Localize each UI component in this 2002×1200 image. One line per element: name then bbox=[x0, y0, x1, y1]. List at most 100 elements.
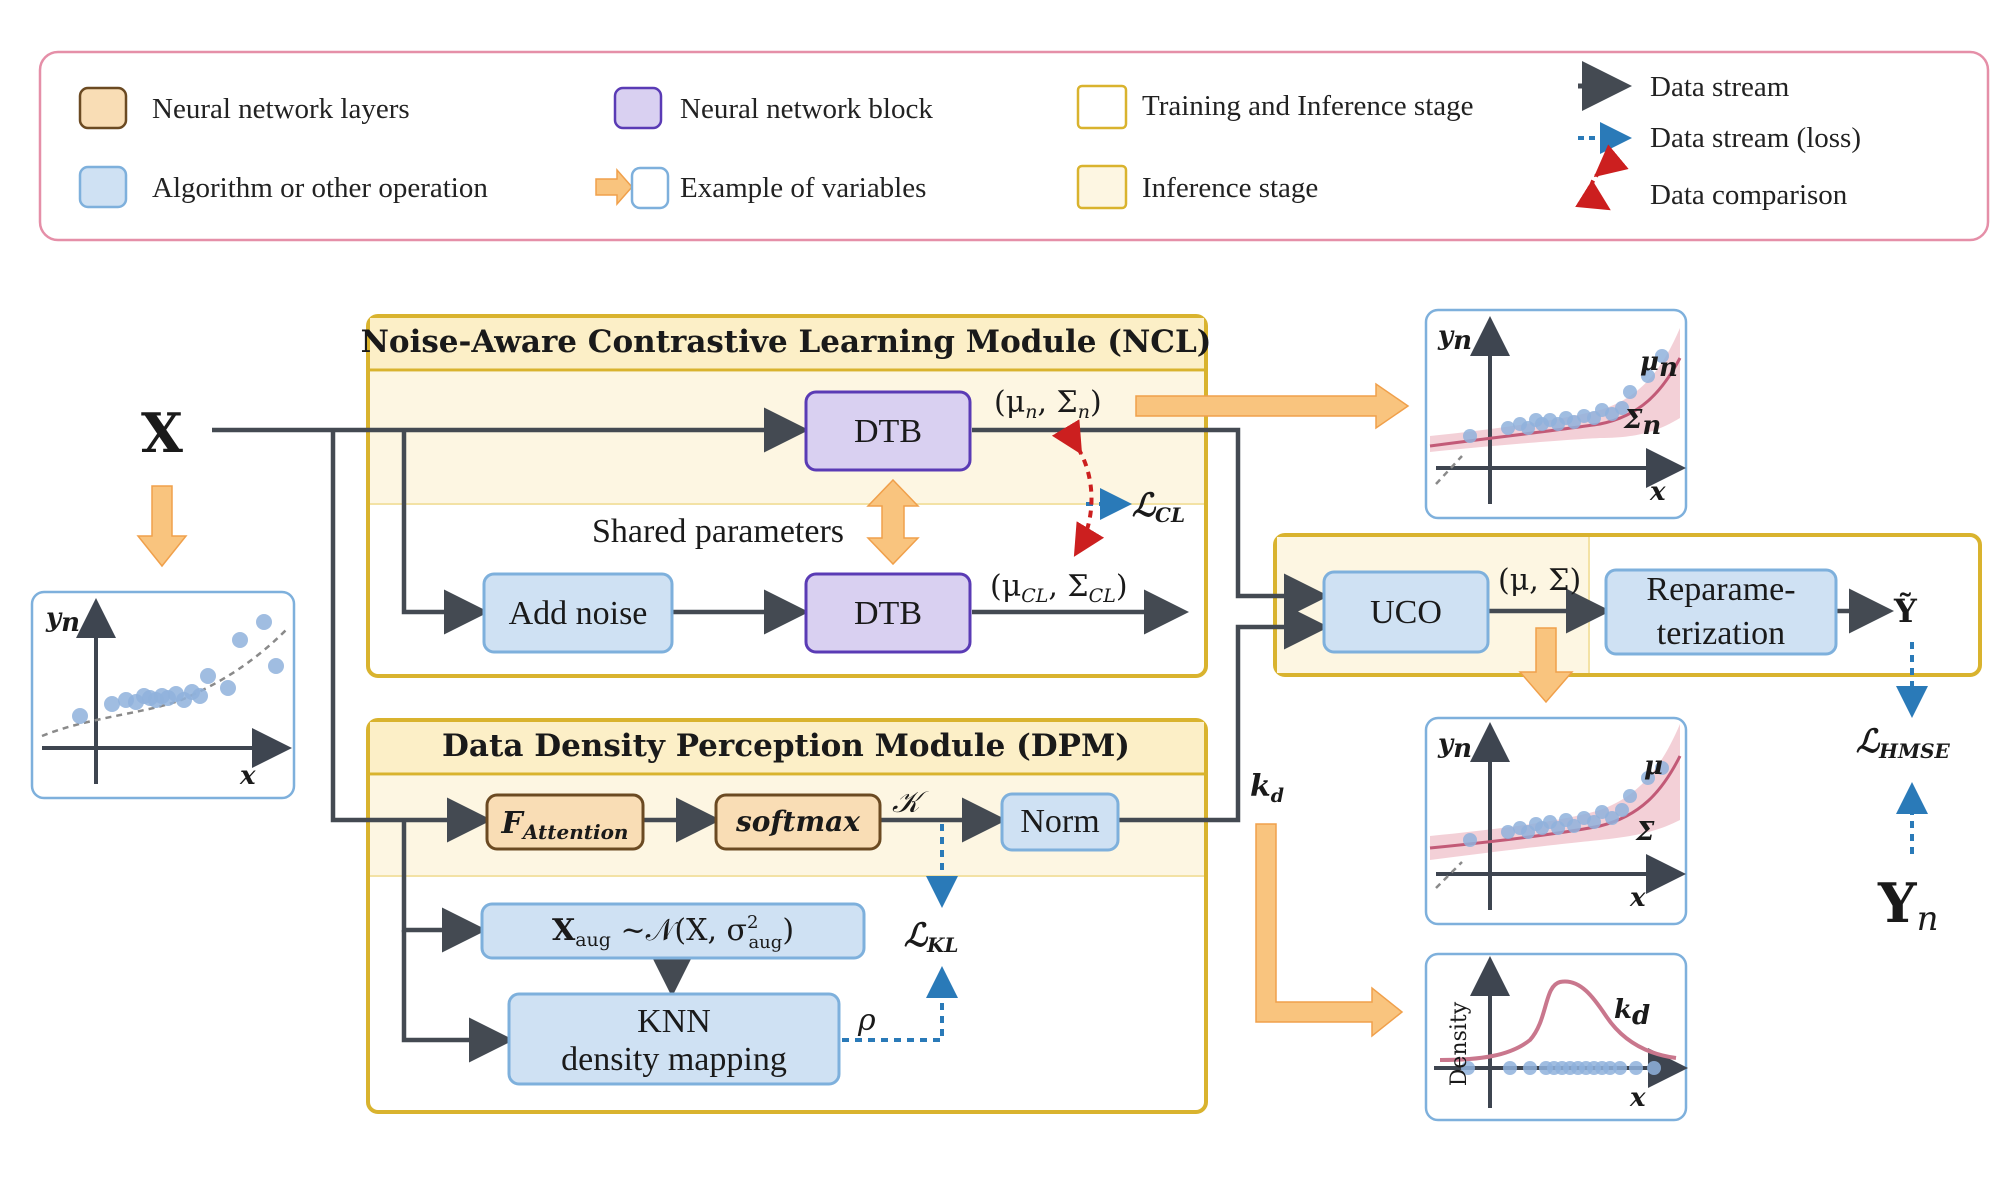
shared-parameters-arrow-icon bbox=[866, 478, 920, 566]
mu-sigma-label: (μ, Σ) bbox=[1498, 563, 1581, 598]
legend-swatch-infer bbox=[1076, 164, 1128, 210]
scatter-point bbox=[1613, 1061, 1627, 1075]
reparameterization-button[interactable]: Reparame- terization bbox=[1604, 568, 1838, 656]
kd-symbol: kd bbox=[1250, 769, 1284, 807]
dtb-bottom-label: DTB bbox=[854, 595, 922, 632]
rho-symbol: ρ bbox=[857, 1003, 876, 1038]
legend-block-label: Neural network block bbox=[680, 93, 933, 125]
legend-data-stream-label: Data stream bbox=[1650, 71, 1790, 103]
scatter-point bbox=[1503, 1061, 1517, 1075]
xaug-sub: aug bbox=[575, 929, 611, 951]
x-down-orange-arrow bbox=[136, 485, 188, 568]
plot3-mu-label: μ bbox=[1644, 751, 1663, 781]
f-attention-main: F bbox=[501, 806, 526, 841]
uco-button[interactable]: UCO bbox=[1322, 570, 1490, 654]
scatter-point bbox=[1655, 761, 1669, 775]
f-attention-button[interactable]: FAttention bbox=[485, 793, 645, 851]
kd-orange-arrow bbox=[1255, 823, 1404, 1038]
scatter-point bbox=[1615, 803, 1629, 817]
scatter-point bbox=[256, 614, 272, 630]
dtb-bottom-button[interactable]: DTB bbox=[804, 572, 972, 654]
y-n-symbol: Yn bbox=[1877, 871, 1938, 939]
plot-input-x-label: x bbox=[239, 761, 256, 791]
dtb-top-button[interactable]: DTB bbox=[804, 390, 972, 472]
knn-line2: density mapping bbox=[561, 1041, 787, 1078]
legend-swatch-block bbox=[613, 86, 663, 130]
f-attention-sub: Attention bbox=[521, 820, 629, 844]
plot3-x-label: x bbox=[1629, 883, 1646, 913]
scatter-point bbox=[1623, 385, 1637, 399]
xaug-close: ) bbox=[782, 913, 794, 948]
legend-infer-label: Inference stage bbox=[1142, 172, 1318, 204]
legend-loss-label: Data stream (loss) bbox=[1650, 122, 1861, 154]
shared-parameters-label: Shared parameters bbox=[592, 513, 844, 550]
scatter-point bbox=[220, 680, 236, 696]
plot-input: yn x bbox=[30, 590, 296, 800]
dtb-top-label: DTB bbox=[854, 413, 922, 450]
scatter-point bbox=[1501, 421, 1515, 435]
legend-orange-arrow-icon bbox=[595, 168, 634, 206]
legend: Neural network layers Algorithm or other… bbox=[38, 50, 1990, 242]
cl-comparison-arrow bbox=[1051, 419, 1105, 557]
legend-swatch-layers bbox=[78, 86, 128, 130]
legend-comparison-arrow-icon bbox=[1575, 144, 1629, 211]
scatter-point bbox=[1567, 819, 1581, 833]
scatter-point bbox=[1641, 771, 1655, 785]
uco-label: UCO bbox=[1370, 594, 1442, 631]
scatter-point bbox=[1587, 815, 1601, 829]
add-noise-button[interactable]: Add noise bbox=[482, 572, 674, 654]
loss-cl-label: ℒCL bbox=[1132, 486, 1185, 527]
legend-swatch-train bbox=[1076, 84, 1128, 130]
mu-sigma-n-label: (μn, Σn) bbox=[994, 385, 1102, 423]
scatter-point bbox=[104, 696, 120, 712]
scatter-point bbox=[1629, 1061, 1643, 1075]
scatter-point bbox=[1641, 369, 1655, 383]
scatter-point bbox=[1501, 825, 1515, 839]
loss-kl-label: ℒKL bbox=[904, 916, 959, 957]
scatter-point bbox=[1623, 789, 1637, 803]
mu-sigma-down-orange-arrow bbox=[1518, 627, 1574, 704]
plot-mu-n-sigma-n: yn x μn Σn bbox=[1424, 308, 1688, 520]
softmax-button[interactable]: softmax bbox=[714, 793, 882, 851]
norm-label: Norm bbox=[1020, 803, 1099, 840]
scatter-point bbox=[200, 668, 216, 684]
softmax-label: softmax bbox=[735, 805, 860, 838]
plot2-yn-label: yn bbox=[1437, 321, 1472, 356]
mu-sigma-n-orange-arrow bbox=[1135, 382, 1410, 430]
knn-line1: KNN bbox=[637, 1003, 711, 1040]
data-streams bbox=[212, 407, 1894, 1063]
orange-arrows bbox=[136, 382, 1574, 1038]
plot3-yn-label: yn bbox=[1437, 729, 1472, 764]
knn-density-button[interactable]: KNN density mapping bbox=[507, 992, 841, 1086]
plot-input-yn-label: yn bbox=[45, 603, 80, 638]
scatter-point bbox=[1615, 401, 1629, 415]
legend-layers-label: Neural network layers bbox=[152, 93, 410, 125]
ncl-inference-band bbox=[370, 372, 1204, 504]
scatter-point bbox=[1605, 811, 1619, 825]
legend-comparison-label: Data comparison bbox=[1650, 179, 1848, 211]
repar-line2: terization bbox=[1657, 615, 1785, 652]
plot2-mu-label: μn bbox=[1640, 347, 1678, 383]
add-noise-label: Add noise bbox=[509, 595, 648, 632]
scatter-point bbox=[192, 688, 208, 704]
xaug-rest: ~𝒩(X, σ bbox=[611, 913, 747, 948]
scatter-point bbox=[1461, 1061, 1475, 1075]
norm-button[interactable]: Norm bbox=[1000, 792, 1120, 852]
plot2-x-label: x bbox=[1649, 477, 1666, 507]
plot4-x-label: x bbox=[1629, 1083, 1646, 1113]
plot3-sigma-label: Σ bbox=[1635, 817, 1655, 847]
scatter-point bbox=[72, 708, 88, 724]
scatter-point bbox=[1463, 833, 1477, 847]
plot2-sigma-label: Σn bbox=[1623, 405, 1661, 441]
legend-train-label: Training and Inference stage bbox=[1142, 90, 1474, 122]
xaug-sup: 2 bbox=[747, 912, 758, 933]
plot-density: Density x kd bbox=[1424, 952, 1688, 1122]
xaug-main: X bbox=[552, 913, 576, 948]
repar-line1: Reparame- bbox=[1646, 571, 1795, 608]
svg-text:FAttention: FAttention bbox=[501, 806, 629, 844]
y-tilde-symbol: Ỹ bbox=[1893, 592, 1918, 630]
scatter-point bbox=[1603, 1061, 1617, 1075]
input-x-symbol: X bbox=[141, 401, 183, 465]
